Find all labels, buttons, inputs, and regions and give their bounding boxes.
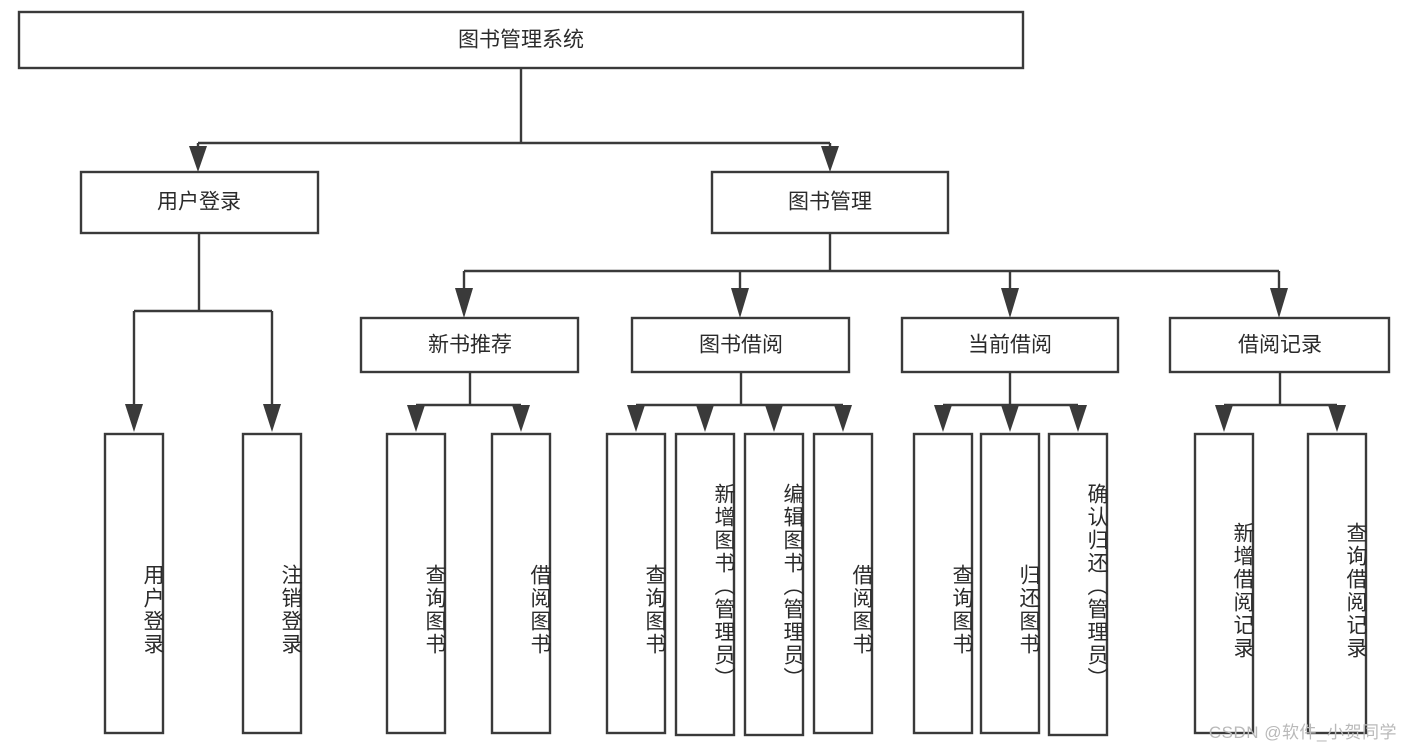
node-book-management[interactable]: 图书管理	[710, 170, 950, 235]
node-root-label: 图书管理系统	[458, 29, 584, 52]
leaf-box-borrow-3[interactable]	[812, 432, 874, 735]
node-new-book-recommend-label: 新书推荐	[428, 334, 512, 357]
node-book-borrow[interactable]: 图书借阅	[630, 316, 851, 374]
leaf-box-record-0[interactable]	[1193, 432, 1255, 735]
leaf-box-recommend-0[interactable]	[385, 432, 447, 735]
arrow-head-level2-0	[455, 288, 473, 318]
node-user-login-label: 用户登录	[157, 191, 241, 214]
leaf-box-recommend-1[interactable]	[490, 432, 552, 735]
leaf-box-user-login-1[interactable]	[241, 432, 303, 735]
arrow-head-level2-3	[1270, 288, 1288, 318]
node-borrow-record-label: 借阅记录	[1238, 334, 1322, 357]
leaf-box-borrow-2[interactable]	[743, 432, 805, 737]
arrow-head-current-1	[1001, 405, 1019, 432]
arrow-head-level1-1	[821, 146, 839, 172]
node-book-management-label: 图书管理	[788, 191, 872, 214]
node-root[interactable]: 图书管理系统	[17, 10, 1025, 70]
arrow-head-user-login-1	[263, 404, 281, 432]
node-current-borrow[interactable]: 当前借阅	[900, 316, 1120, 374]
leaf-box-borrow-0[interactable]	[605, 432, 667, 735]
arrow-head-record-1	[1328, 405, 1346, 432]
arrow-head-current-2	[1069, 405, 1087, 432]
leaf-box-record-1[interactable]	[1306, 432, 1368, 735]
node-new-book-recommend-box[interactable]	[359, 316, 580, 374]
node-book-borrow-box[interactable]	[630, 316, 851, 374]
node-book-management-box[interactable]	[710, 170, 950, 235]
arrow-head-borrow-1	[696, 405, 714, 432]
node-new-book-recommend[interactable]: 新书推荐	[359, 316, 580, 374]
node-current-borrow-box[interactable]	[900, 316, 1120, 374]
csdn-watermark: CSDN @软件_小贺同学	[1208, 723, 1397, 742]
leaf-box-user-login-0[interactable]	[103, 432, 165, 735]
arrow-head-level1-0	[189, 146, 207, 172]
arrow-head-borrow-2	[765, 405, 783, 432]
leaf-box-current-0[interactable]	[912, 432, 974, 735]
node-current-borrow-label: 当前借阅	[968, 334, 1052, 357]
arrow-head-recommend-0	[407, 405, 425, 432]
arrow-head-recommend-1	[512, 405, 530, 432]
arrow-head-level2-1	[731, 288, 749, 318]
leaf-box-current-1[interactable]	[979, 432, 1041, 735]
arrow-head-user-login-0	[125, 404, 143, 432]
leaf-box-current-2[interactable]	[1047, 432, 1109, 737]
node-borrow-record-box[interactable]	[1168, 316, 1391, 374]
arrow-head-borrow-3	[834, 405, 852, 432]
arrow-head-record-0	[1215, 405, 1233, 432]
node-root-box[interactable]	[17, 10, 1025, 70]
node-book-borrow-label: 图书借阅	[699, 334, 783, 357]
arrow-head-level2-2	[1001, 288, 1019, 318]
node-borrow-record[interactable]: 借阅记录	[1168, 316, 1391, 374]
arrow-head-current-0	[934, 405, 952, 432]
node-user-login[interactable]: 用户登录	[79, 170, 320, 235]
arrow-head-borrow-0	[627, 405, 645, 432]
leaf-box-borrow-1[interactable]	[674, 432, 736, 737]
